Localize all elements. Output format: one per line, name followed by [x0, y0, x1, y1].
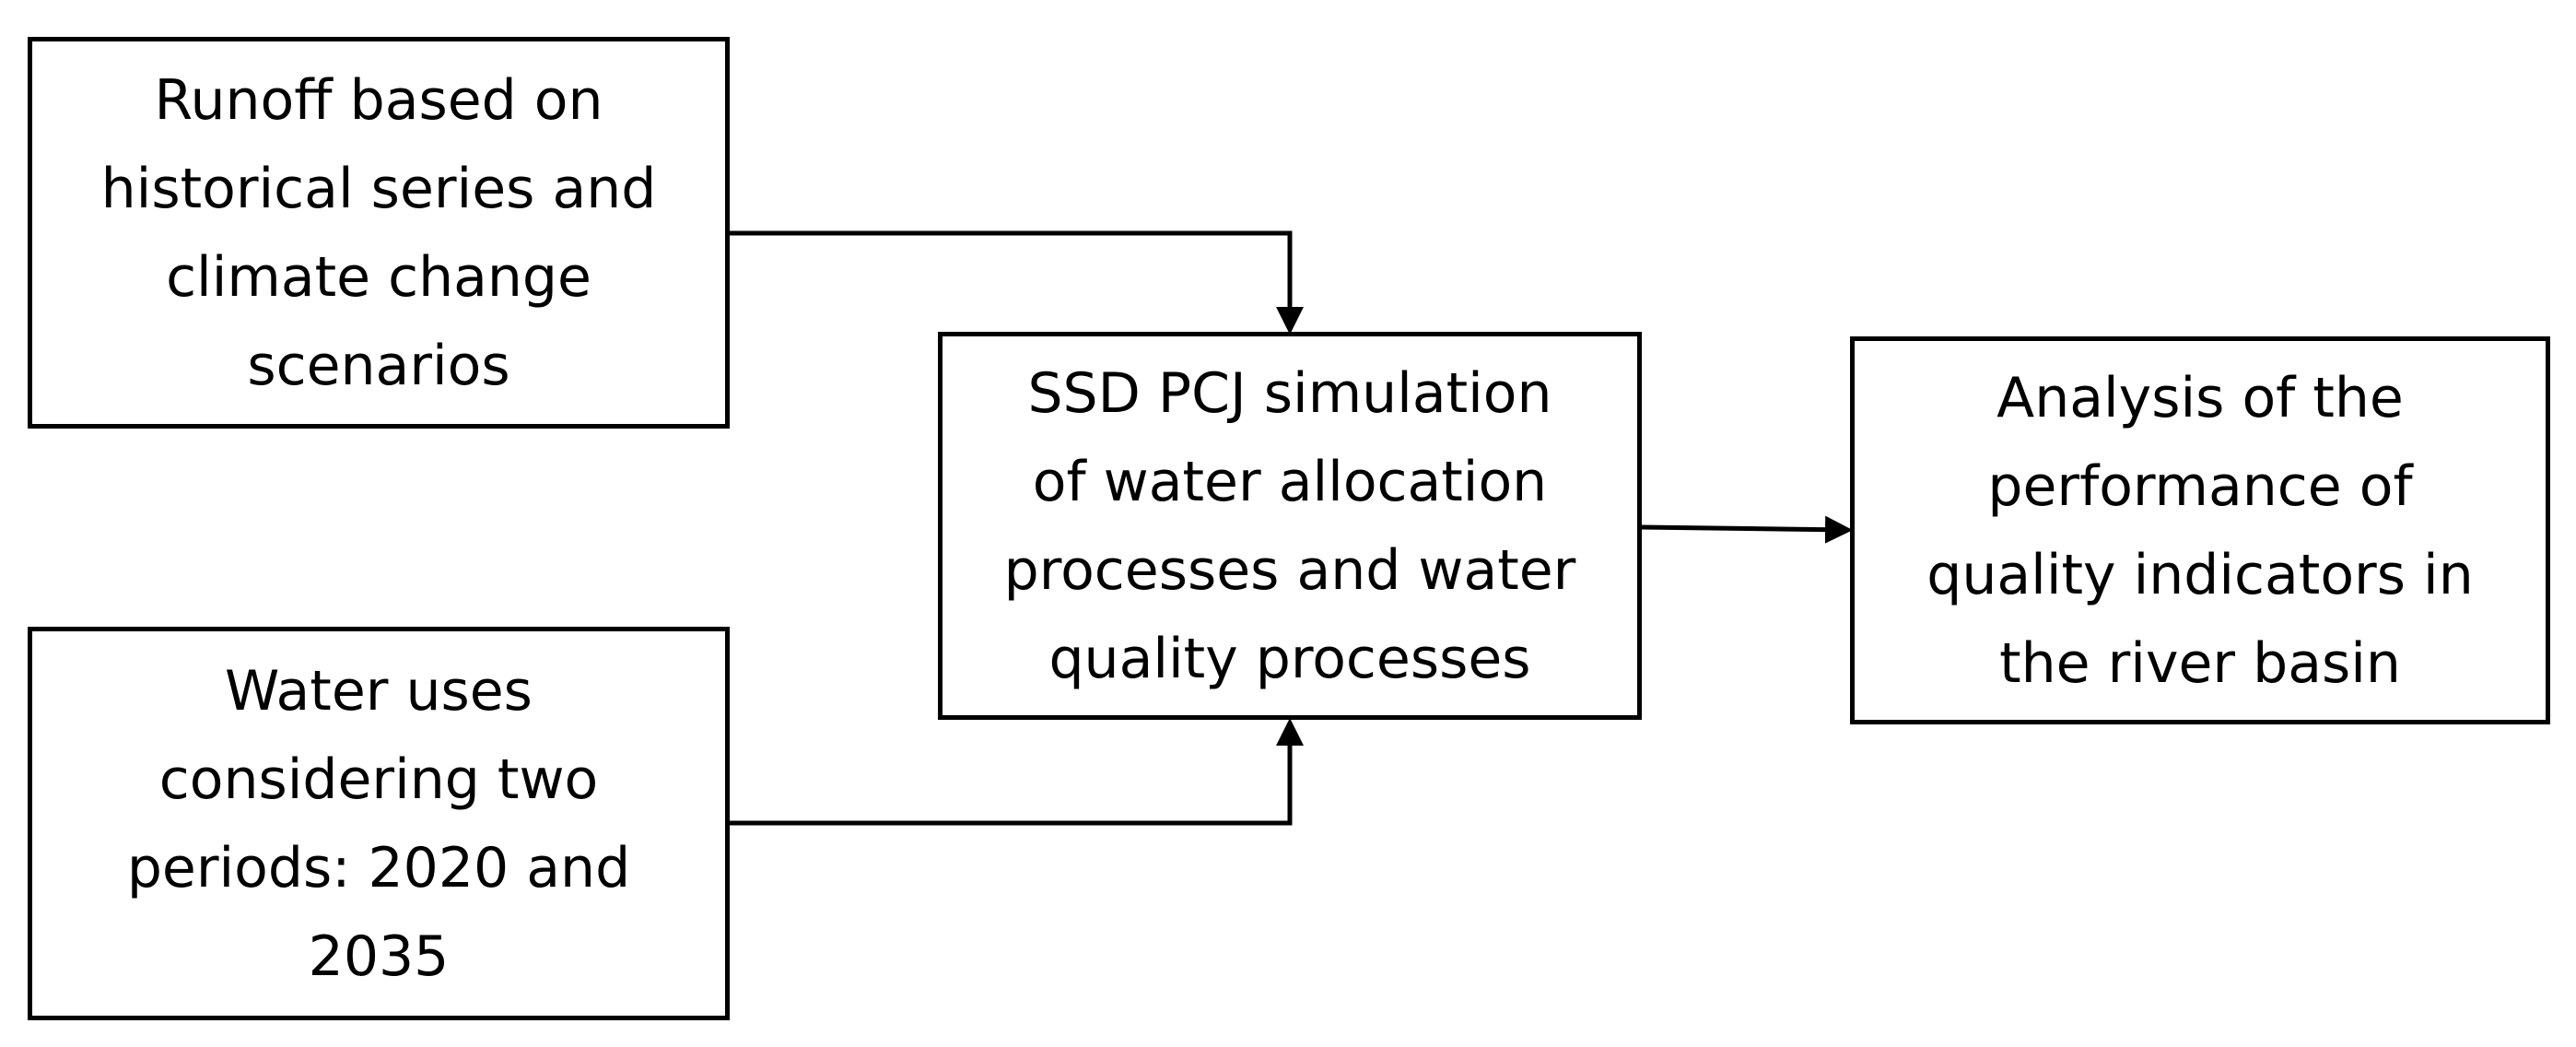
water-uses-text-line: Water uses [225, 658, 533, 723]
ssd-text-line: processes and water [1003, 537, 1576, 603]
runoff-text-line: historical series and [100, 156, 657, 221]
ssd-text-line: of water allocation [1032, 449, 1548, 514]
runoff-input-box: Runoff based on historical series and cl… [28, 37, 730, 429]
water-uses-input-box: Water uses considering two periods: 2020… [28, 627, 730, 1020]
edge-uses-to-ssd [730, 718, 1304, 826]
ssd-text-line: quality processes [1048, 626, 1531, 691]
analysis-text-line: the river basin [1999, 630, 2401, 696]
water-uses-text-line: 2035 [308, 923, 450, 989]
runoff-text-line: scenarios [247, 333, 510, 398]
analysis-text-line: Analysis of the [1996, 365, 2404, 430]
ssd-text-line: SSD PCJ simulation [1027, 360, 1552, 426]
edge-ssd-to-analysis [1641, 515, 1853, 544]
analysis-text-line: performance of [1987, 453, 2413, 519]
runoff-text-line: Runoff based on [154, 67, 603, 133]
water-uses-text-line: considering two [158, 747, 599, 812]
water-uses-text-line: periods: 2020 and [126, 835, 631, 900]
ssd-simulation-box: SSD PCJ simulation of water allocation p… [938, 332, 1642, 720]
runoff-text-line: climate change [166, 244, 591, 310]
analysis-output-box: Analysis of the performance of quality i… [1850, 336, 2550, 724]
edge-runoff-to-ssd [730, 230, 1304, 335]
analysis-text-line: quality indicators in [1926, 542, 2474, 607]
